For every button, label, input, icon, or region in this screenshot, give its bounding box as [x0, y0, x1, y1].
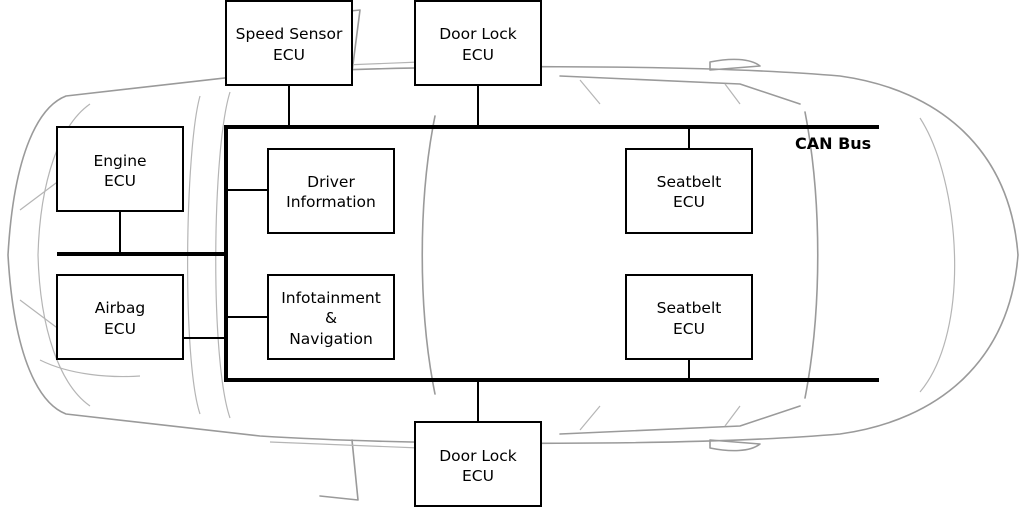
ecu-infotainment-navigation: Infotainment & Navigation: [267, 274, 395, 360]
ecu-airbag: Airbag ECU: [56, 274, 184, 360]
ecu-engine: Engine ECU: [56, 126, 184, 212]
ecu-label-line: &: [325, 309, 337, 327]
ecu-door-lock-top: Door Lock ECU: [414, 0, 542, 86]
ecu-label-line: ECU: [104, 320, 136, 338]
ecu-label-line: ECU: [673, 193, 705, 211]
ecu-label-line: Door Lock: [439, 447, 517, 465]
ecu-label-line: Airbag: [95, 299, 145, 317]
ecu-seatbelt-1: Seatbelt ECU: [625, 148, 753, 234]
ecu-label-line: ECU: [273, 46, 305, 64]
ecu-label-line: Navigation: [289, 330, 373, 348]
ecu-label-line: ECU: [462, 46, 494, 64]
ecu-label-line: Seatbelt: [657, 299, 722, 317]
ecu-label-line: Infotainment: [281, 289, 381, 307]
ecu-speed-sensor: Speed Sensor ECU: [225, 0, 353, 86]
ecu-label-line: Driver: [307, 173, 355, 191]
ecu-label-line: Engine: [93, 152, 146, 170]
ecu-seatbelt-2: Seatbelt ECU: [625, 274, 753, 360]
ecu-label-line: ECU: [673, 320, 705, 338]
connectors: [119, 85, 690, 422]
can-bus: [57, 125, 879, 382]
ecu-label-line: ECU: [462, 467, 494, 485]
ecu-driver-information: Driver Information: [267, 148, 395, 234]
ecu-label-line: ECU: [104, 172, 136, 190]
ecu-door-lock-bottom: Door Lock ECU: [414, 421, 542, 507]
ecu-label-line: Speed Sensor: [236, 25, 343, 43]
ecu-label-line: Seatbelt: [657, 173, 722, 191]
ecu-label-line: Information: [286, 193, 376, 211]
ecu-label-line: Door Lock: [439, 25, 517, 43]
can-bus-label: CAN Bus: [795, 134, 871, 153]
